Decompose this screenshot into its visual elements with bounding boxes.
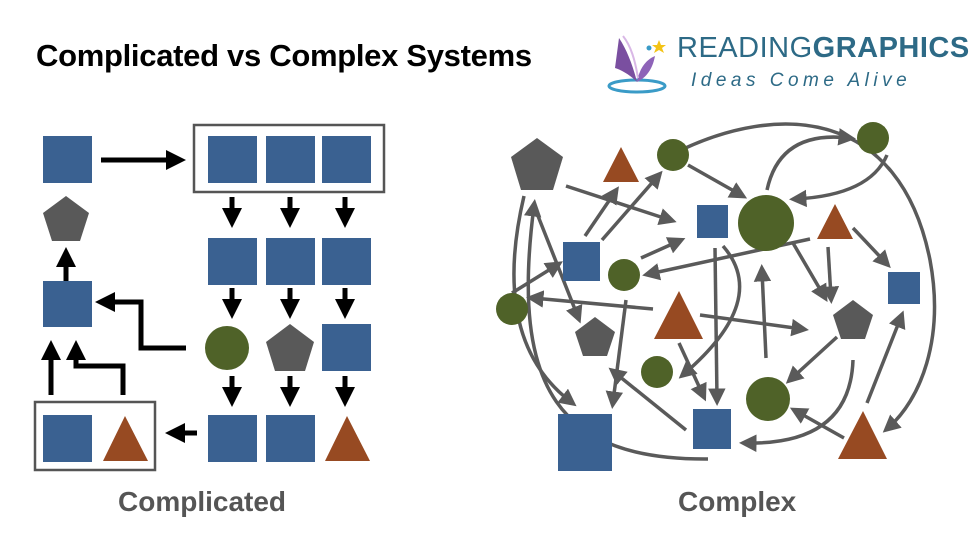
arrow [565, 184, 677, 226]
arrow [640, 237, 686, 260]
complex-diagram [496, 122, 937, 471]
brand-bold: GRAPHICS [812, 32, 969, 64]
complicated-diagram [33, 123, 386, 472]
square-shape [266, 238, 315, 285]
complicated-label: Complicated [118, 486, 287, 517]
pentagon-shape [833, 300, 873, 339]
circle-shape [205, 326, 249, 370]
square-shape [563, 242, 600, 281]
triangle-shape [103, 416, 148, 461]
square-shape [208, 136, 257, 183]
arrow [865, 310, 906, 404]
arrow [511, 261, 563, 295]
elbow-arrow [95, 292, 186, 351]
curved-arrow [678, 244, 742, 379]
square-shape [888, 272, 920, 304]
arrow [687, 163, 748, 199]
square-shape [693, 409, 731, 449]
arrow [600, 170, 663, 242]
square-shape [322, 136, 371, 183]
triangle-shape [838, 411, 887, 459]
circle-shape [746, 377, 790, 421]
square-shape [322, 238, 371, 285]
circle-shape [657, 139, 689, 171]
arrow [608, 367, 688, 432]
circle-shape [608, 259, 640, 291]
square-shape [208, 415, 257, 462]
square-shape [43, 415, 92, 462]
brand-tagline: Ideas Come Alive [691, 70, 912, 91]
brand-name: READINGGRAPHICS [677, 32, 969, 65]
square-shape [208, 238, 257, 285]
arrow [791, 242, 828, 303]
group-box-top [192, 123, 386, 194]
arrow [699, 313, 809, 337]
circle-shape [857, 122, 889, 154]
arrow [536, 215, 583, 324]
square-shape [558, 414, 612, 471]
arrow [785, 335, 839, 384]
circle-shape [496, 293, 528, 325]
curved-arrow [523, 199, 709, 461]
arrow [708, 247, 726, 406]
triangle-shape [654, 291, 703, 339]
curved-arrow [789, 154, 889, 208]
triangle-shape [603, 147, 639, 182]
square-shape [266, 136, 315, 183]
elbow-arrow [66, 340, 126, 395]
page-title: Complicated vs Complex Systems [36, 38, 532, 73]
square-shape [43, 281, 92, 327]
circle-shape [738, 195, 794, 251]
arrow [583, 186, 619, 237]
book-logo-icon [607, 35, 667, 94]
square-shape [266, 415, 315, 462]
triangle-shape [325, 416, 370, 461]
arrow [821, 246, 840, 304]
square-shape [43, 136, 92, 183]
curved-arrow [739, 359, 855, 452]
group-box-bottom [33, 400, 157, 472]
square-shape [697, 205, 728, 238]
arrow [605, 299, 628, 409]
square-shape [322, 324, 371, 371]
curved-arrow [672, 122, 937, 433]
pentagon-shape [43, 196, 89, 241]
circle-shape [641, 356, 673, 388]
pentagon-shape [511, 138, 563, 190]
brand-light: READING [677, 32, 813, 64]
complex-label: Complex [678, 486, 797, 517]
arrow [851, 226, 891, 269]
curved-arrow [765, 128, 856, 191]
readinggraphics-logo: READINGGRAPHICS Ideas Come Alive [605, 30, 969, 100]
pentagon-shape [266, 324, 314, 371]
pentagon-shape [575, 317, 615, 356]
arrow [677, 342, 707, 402]
arrow [753, 264, 772, 359]
triangle-shape [817, 204, 853, 239]
arrow [526, 290, 654, 311]
